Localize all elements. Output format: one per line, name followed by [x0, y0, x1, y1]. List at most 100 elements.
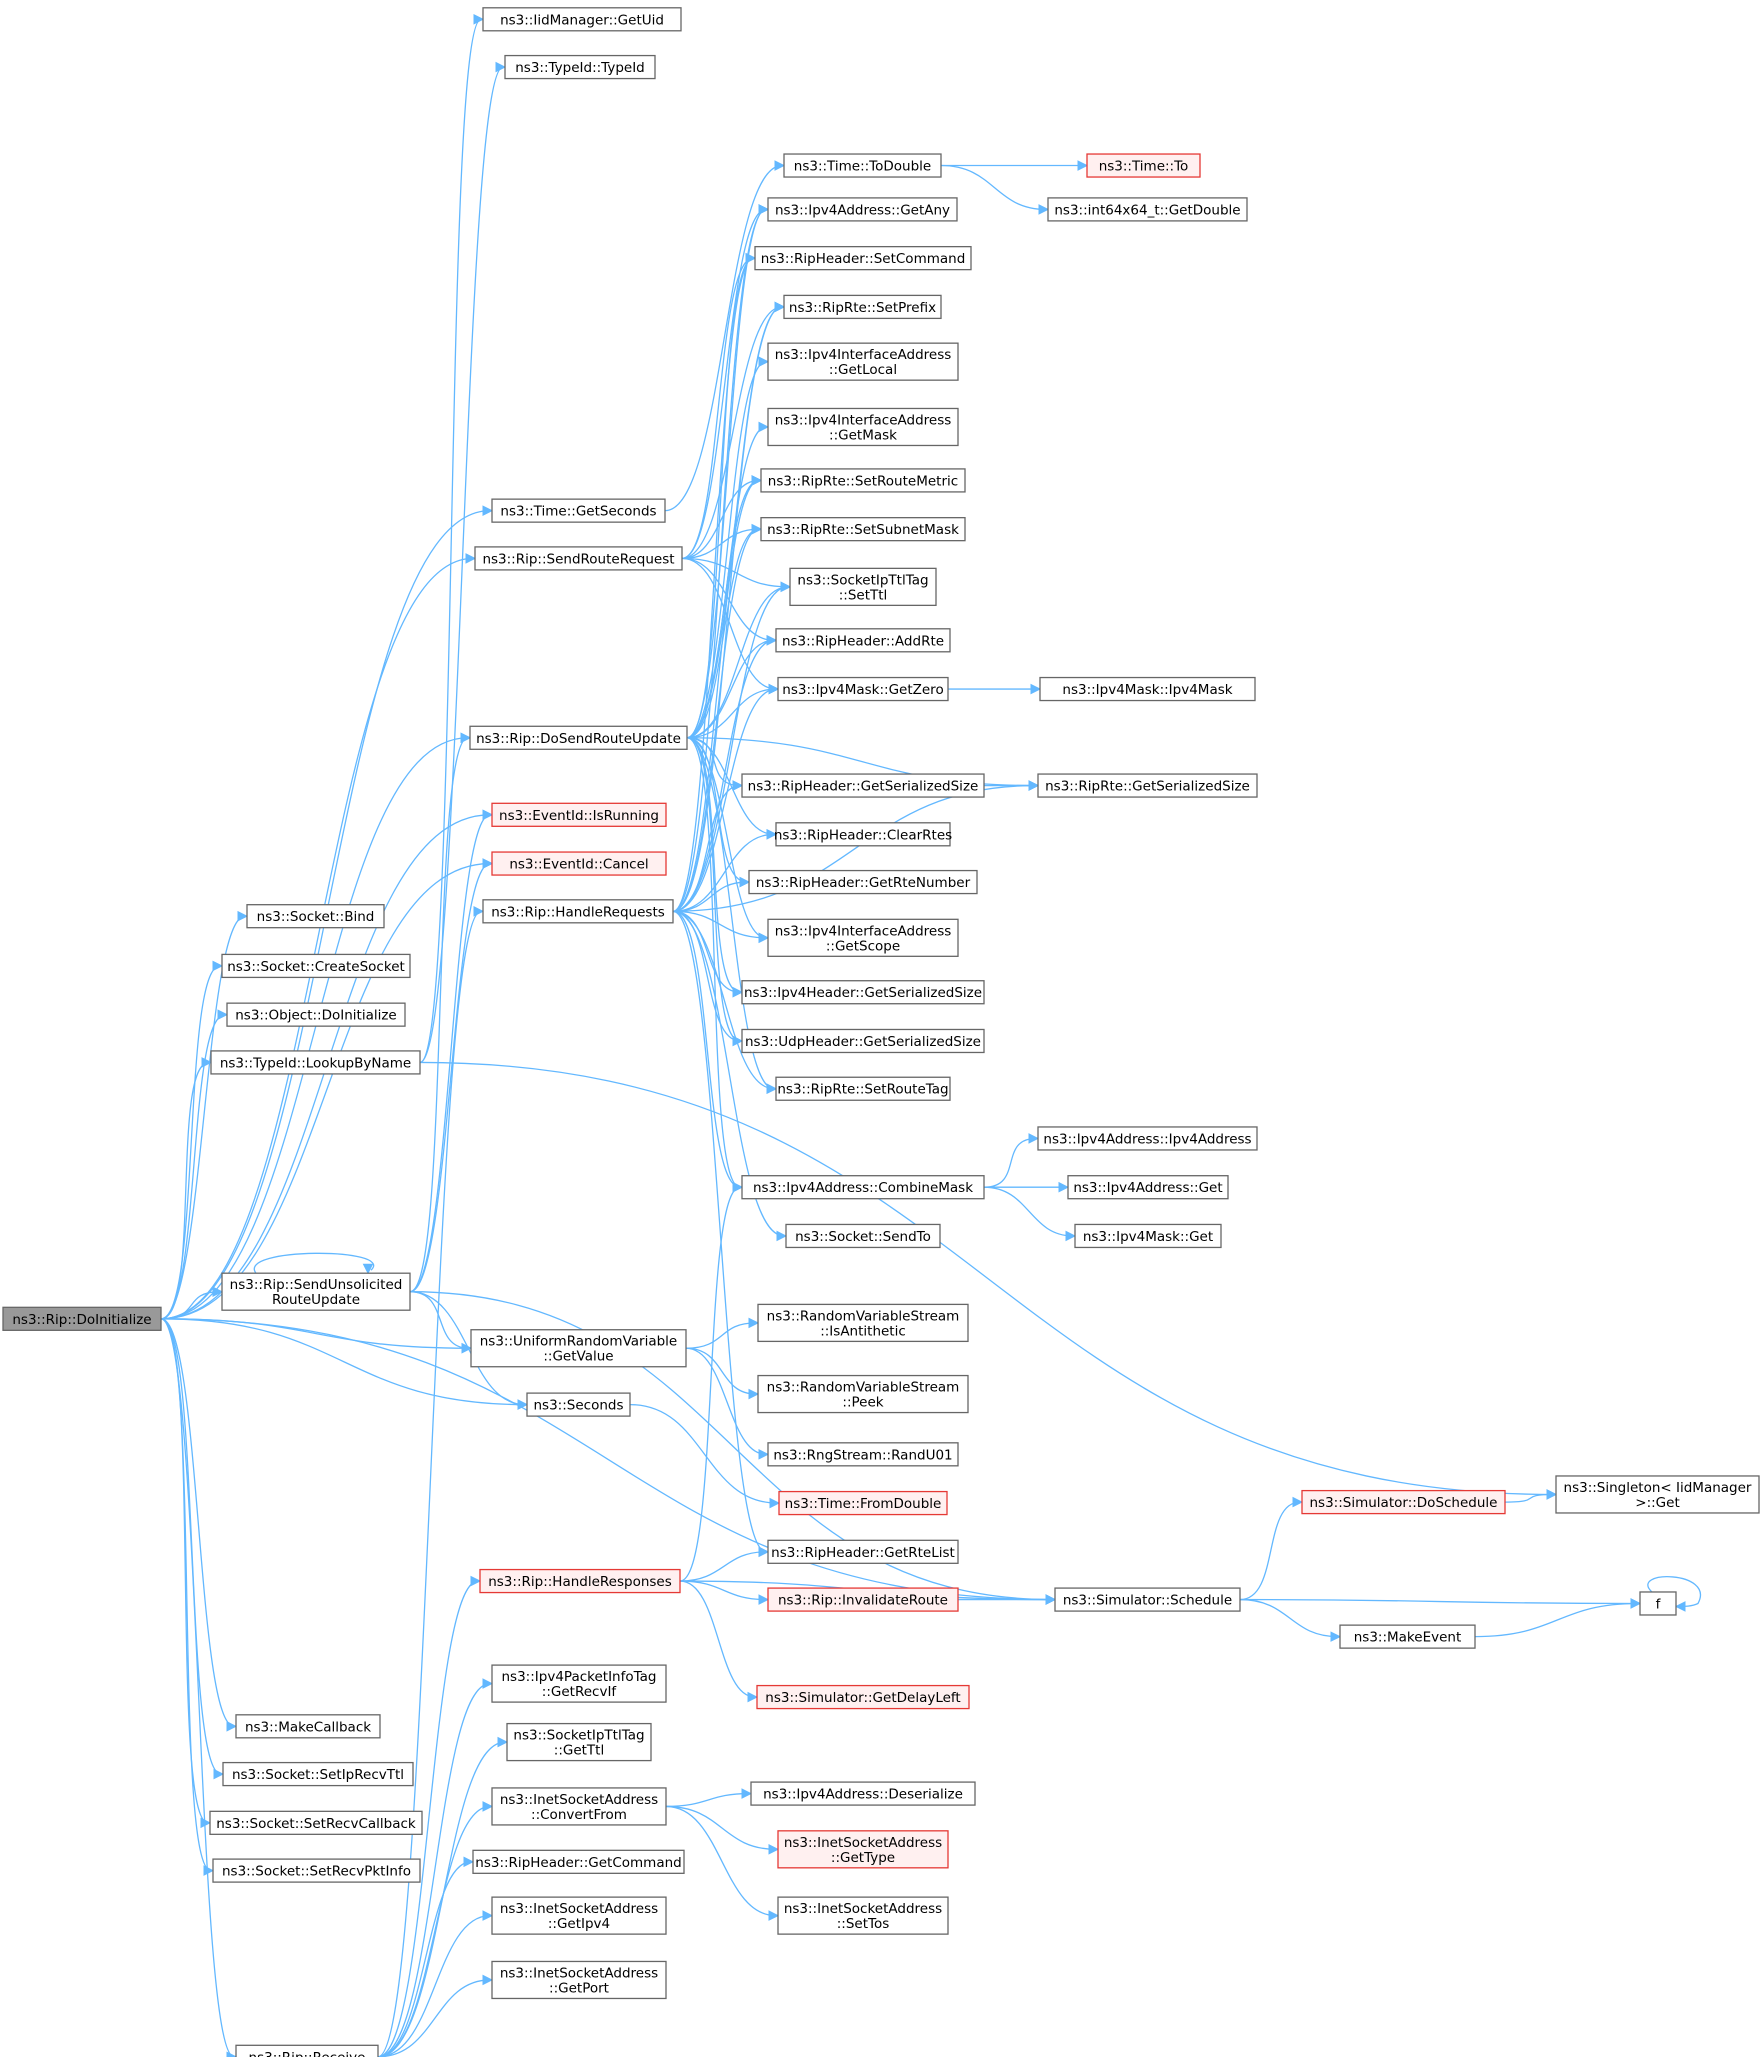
node-is-antithetic[interactable]: ns3::RandomVariableStream::IsAntithetic	[757, 1303, 969, 1343]
edge-handle-requests-to-add-rte	[672, 639, 775, 912]
node-ipv4-mask-get[interactable]: ns3::Ipv4Mask::Get	[1074, 1223, 1222, 1249]
edge-arrowhead	[768, 1844, 780, 1855]
node-get-any[interactable]: ns3::Ipv4Address::GetAny	[767, 197, 958, 222]
node-box	[526, 1392, 631, 1417]
node-ipv4-mask-ctor[interactable]: ns3::Ipv4Mask::Ipv4Mask	[1039, 676, 1256, 702]
node-label: ns3::Socket::Bind	[257, 909, 375, 925]
node-label: ns3::Ipv4Header::GetSerializedSize	[744, 985, 982, 1001]
node-rhget-ser-size[interactable]: ns3::RipHeader::GetSerializedSize	[741, 773, 985, 798]
node-get-zero[interactable]: ns3::Ipv4Mask::GetZero	[777, 676, 949, 702]
node-clear-rtes[interactable]: ns3::RipHeader::ClearRtes	[774, 822, 952, 847]
node-get-local[interactable]: ns3::Ipv4InterfaceAddress::GetLocal	[767, 342, 959, 381]
node-label: ns3::Rip::DoInitialize	[12, 1312, 151, 1328]
edge-arrowhead	[1038, 204, 1050, 215]
edge-arrowhead	[769, 1497, 781, 1509]
edge-handle-requests-to-set-route-metric	[672, 479, 760, 912]
node-label: ::GetIpv4	[548, 1916, 610, 1932]
node-set-recv-callback[interactable]: ns3::Socket::SetRecvCallback	[209, 1810, 423, 1835]
node-send-to[interactable]: ns3::Socket::SendTo	[785, 1223, 941, 1249]
edge-do-send-route-update-to-get-local	[686, 361, 767, 739]
node-do-schedule[interactable]: ns3::Simulator::DoSchedule	[1301, 1489, 1506, 1515]
node-lookup-by-name[interactable]: ns3::TypeId::LookupByName	[210, 1050, 421, 1075]
node-handle-responses[interactable]: ns3::Rip::HandleResponses	[479, 1568, 681, 1594]
node-send-route-request[interactable]: ns3::Rip::SendRouteRequest	[474, 546, 683, 571]
node-singleton-get[interactable]: ns3::Singleton< IidManager >::Get	[1555, 1475, 1760, 1514]
node-rte-ser-size[interactable]: ns3::RipRte::GetSerializedSize	[1037, 773, 1258, 798]
node-label: ns3::EventId::Cancel	[509, 857, 648, 873]
node-schedule[interactable]: ns3::Simulator::Schedule	[1054, 1587, 1241, 1612]
node-ipv4-addr-ctor[interactable]: ns3::Ipv4Address::Ipv4Address	[1037, 1126, 1258, 1151]
node-invalidate-route[interactable]: ns3::Rip::InvalidateRoute	[767, 1587, 959, 1612]
node-get-double[interactable]: ns3::int64x64_t::GetDouble	[1047, 197, 1248, 222]
node-combine-mask[interactable]: ns3::Ipv4Address::CombineMask	[741, 1175, 985, 1200]
node-do-send-route-update[interactable]: ns3::Rip::DoSendRouteUpdate	[469, 725, 688, 750]
node-get-rte-number[interactable]: ns3::RipHeader::GetRteNumber	[748, 869, 978, 895]
node-set-command[interactable]: ns3::RipHeader::SetCommand	[754, 245, 972, 271]
node-get-port[interactable]: ns3::InetSocketAddress::GetPort	[491, 1960, 667, 2000]
node-peek[interactable]: ns3::RandomVariableStream::Peek	[757, 1374, 969, 1414]
node-set-route-tag[interactable]: ns3::RipRte::SetRouteTag	[775, 1076, 951, 1101]
node-box	[1037, 1126, 1258, 1151]
node-set-subnet-mask[interactable]: ns3::RipRte::SetSubnetMask	[760, 517, 966, 542]
node-receive[interactable]: ns3::Rip::Receive	[235, 2044, 379, 2057]
edge-lookup-by-name-to-get-uid	[419, 18, 482, 1064]
node-get-recv-if[interactable]: ns3::Ipv4PacketInfoTag::GetRecvIf	[491, 1664, 667, 1703]
node-deserialize[interactable]: ns3::Ipv4Address::Deserialize	[750, 1781, 976, 1806]
node-set-prefix[interactable]: ns3::RipRte::SetPrefix	[783, 294, 942, 320]
node-is-running[interactable]: ns3::EventId::IsRunning	[491, 802, 667, 827]
node-f[interactable]: f	[1639, 1591, 1677, 1616]
node-get-delay-left[interactable]: ns3::Simulator::GetDelayLeft	[756, 1684, 970, 1710]
node-make-callback[interactable]: ns3::MakeCallback	[235, 1714, 381, 1739]
node-convert-from[interactable]: ns3::InetSocketAddress::ConvertFrom	[491, 1787, 667, 1826]
node-get-uid[interactable]: ns3::IidManager::GetUid	[482, 7, 682, 32]
node-add-rte[interactable]: ns3::RipHeader::AddRte	[775, 628, 951, 653]
node-set-route-metric[interactable]: ns3::RipRte::SetRouteMetric	[760, 468, 966, 493]
edge-arrowhead	[460, 732, 472, 744]
node-set-ttl[interactable]: ns3::SocketIpTtlTag::SetTtl	[789, 567, 937, 607]
node-ipv4-addr-get[interactable]: ns3::Ipv4Address::Get	[1067, 1175, 1229, 1200]
node-get-command[interactable]: ns3::RipHeader::GetCommand	[472, 1849, 685, 1874]
node-create-socket[interactable]: ns3::Socket::CreateSocket	[221, 953, 411, 979]
node-box	[1074, 1223, 1222, 1249]
node-get-type[interactable]: ns3::InetSocketAddress::GetType	[777, 1830, 949, 1869]
node-label: ns3::Rip::DoSendRouteUpdate	[476, 731, 681, 747]
edge-do-initialize-to-set-ip-recv-ttl	[160, 1318, 222, 1775]
node-box	[741, 1028, 985, 1054]
node-udp-hdr-size[interactable]: ns3::UdpHeader::GetSerializedSize	[741, 1028, 985, 1054]
node-set-ip-recv-ttl[interactable]: ns3::Socket::SetIpRecvTtl	[222, 1761, 414, 1787]
node-get-ttl[interactable]: ns3::SocketIpTtlTag::GetTtl	[506, 1722, 652, 1762]
node-set-recv-pkt-info[interactable]: ns3::Socket::SetRecvPktInfo	[212, 1858, 421, 1883]
node-get-mask[interactable]: ns3::Ipv4InterfaceAddress::GetMask	[767, 407, 959, 447]
edge-arrowhead	[237, 910, 249, 922]
node-seconds[interactable]: ns3::Seconds	[526, 1392, 631, 1417]
node-urvget-value[interactable]: ns3::UniformRandomVariable::GetValue	[470, 1329, 687, 1368]
node-handle-requests[interactable]: ns3::Rip::HandleRequests	[482, 899, 674, 924]
edge-arrowhead	[212, 1286, 224, 1298]
node-get-rte-list[interactable]: ns3::RipHeader::GetRteList	[767, 1539, 959, 1564]
node-type-id[interactable]: ns3::TypeId::TypeId	[504, 54, 656, 80]
node-label: RouteUpdate	[272, 1292, 360, 1308]
node-cancel[interactable]: ns3::EventId::Cancel	[491, 851, 667, 876]
edge-arrowhead	[482, 1678, 494, 1689]
node-do-initialize[interactable]: ns3::Rip::DoInitialize	[2, 1306, 162, 1331]
edge-arrowhead	[213, 1768, 225, 1780]
edge-send-unsolicited-to-do-send-route-update	[409, 737, 469, 1293]
node-to-double[interactable]: ns3::Time::ToDouble	[783, 153, 942, 178]
node-time-to[interactable]: ns3::Time::To	[1086, 153, 1201, 178]
node-rand-u01[interactable]: ns3::RngStream::RandU01	[767, 1442, 959, 1467]
node-get-scope[interactable]: ns3::Ipv4InterfaceAddress::GetScope	[767, 918, 959, 957]
node-label: ns3::RipHeader::GetCommand	[475, 1855, 681, 1871]
node-from-double[interactable]: ns3::Time::FromDouble	[778, 1490, 948, 1516]
node-set-tos[interactable]: ns3::InetSocketAddress::SetTos	[777, 1896, 949, 1935]
edge-urvget-value-to-peek	[685, 1347, 757, 1395]
node-socket-bind[interactable]: ns3::Socket::Bind	[246, 904, 385, 929]
node-get-ipv4[interactable]: ns3::InetSocketAddress::GetIpv4	[491, 1896, 667, 1935]
node-get-seconds[interactable]: ns3::Time::GetSeconds	[491, 498, 666, 523]
edge-arrowhead	[776, 1230, 788, 1242]
edge-arrowhead	[495, 61, 507, 73]
node-make-event[interactable]: ns3::MakeEvent	[1339, 1624, 1476, 1649]
node-ipv4-hdr-size[interactable]: ns3::Ipv4Header::GetSerializedSize	[741, 980, 985, 1005]
node-object-do-init[interactable]: ns3::Object::DoInitialize	[226, 1002, 406, 1027]
node-label: ns3::RipRte::SetSubnetMask	[767, 522, 959, 538]
